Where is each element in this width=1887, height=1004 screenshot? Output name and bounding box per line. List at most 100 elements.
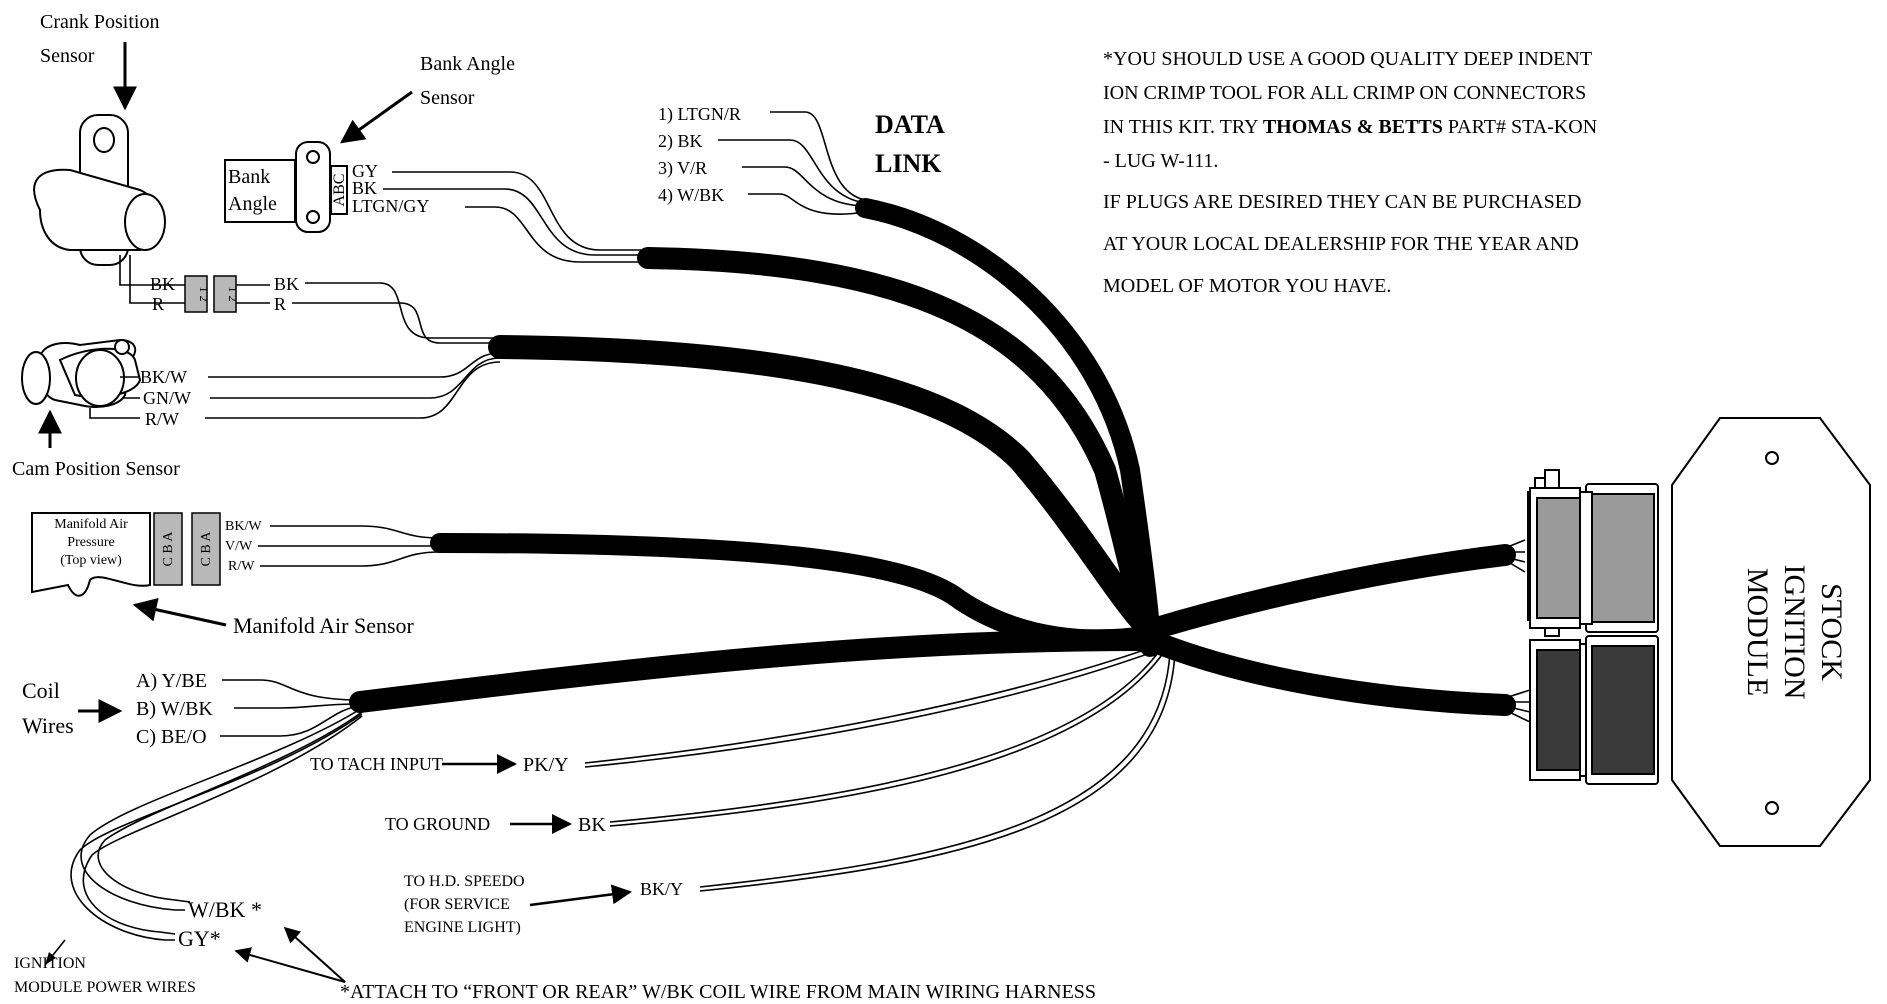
note-line-2: ION CRIMP TOOL FOR ALL CRIMP ON CONNECTO… [1103,82,1586,104]
map-connector-1 [153,512,183,586]
harness-trunk-coil [349,629,1161,713]
bank-angle-body-2: Angle [228,193,277,215]
coil-wire-c: C) BE/O [136,726,207,748]
map-sensor-label: Manifold Air Sensor [233,613,415,638]
ground-wire-label: BK [578,814,606,836]
note-line-5: IF PLUGS ARE DESIRED THEY CAN BE PURCHAS… [1103,191,1581,213]
module-label-1: STOCK [1815,583,1848,681]
data-link-wire-1: 1) LTGN/R [658,104,741,125]
coil-wire-b: B) W/BK [136,698,213,720]
speedo-wire-line [699,651,1171,888]
harness-trunk-data-link [855,198,1160,640]
ground-wire-line [609,649,1161,823]
bank-wire-gy: GY [352,161,378,181]
bank-angle-arrow [340,90,413,144]
attach-arrow-1 [283,926,346,983]
cam-sensor: BK/W GN/W R/W Cam Position Sensor [12,338,501,480]
crank-connector: 1 2 1 2 [184,275,240,313]
crank-sensor-label-2: Sensor [40,45,95,67]
bank-angle-body-1: Bank [228,166,270,188]
note-line-6: AT YOUR LOCAL DEALERSHIP FOR THE YEAR AN… [1103,233,1579,255]
crank-connector-pins-b: 1 2 [226,287,240,302]
speedo-arrow [529,884,632,907]
tach-label: TO TACH INPUT [310,754,443,774]
bank-angle-label-2: Sensor [420,87,475,109]
cam-wire-gn-w: GN/W [143,388,191,408]
attach-note: *ATTACH TO “FRONT OR REAR” W/BK COIL WIR… [340,981,1096,1003]
data-link-wire-2: 2) BK [658,131,703,152]
harness-trunk-module-bottom [1139,629,1516,716]
map-sensor: Manifold Air Pressure (Top view) C B A C… [31,512,441,638]
module-label-3: MODULE [1741,568,1774,696]
harness-trunk-bank-angle [637,247,1161,641]
cam-wire-r-w: R/W [145,409,179,429]
speedo-wire-label: BK/Y [640,879,683,899]
power-wires-label-2: MODULE POWER WIRES [14,979,196,996]
note-line-4: - LUG W-111. [1103,150,1218,172]
power-wires-label-1: IGNITION [14,955,86,972]
note-line-3: IN THIS KIT. TRY THOMAS & BETTS PART# ST… [1103,116,1597,138]
coil-wires: Coil Wires A) Y/BE B) W/BK C) BE/O [22,670,363,748]
tach-wire-line-2 [584,651,1154,768]
note-line-1: *YOU SHOULD USE A GOOD QUALITY DEEP INDE… [1103,48,1592,70]
crank-wire-bk-right: BK [274,274,299,294]
bank-angle-pins: ABC [331,174,348,207]
bottom-plug [1536,649,1581,771]
speedo-label-1: TO H.D. SPEEDO [404,873,525,890]
map-wire-r-w: R/W [228,559,255,574]
cam-wire-bk-w: BK/W [140,367,187,387]
output-wires [584,647,1176,892]
data-link-wire-4: 4) W/BK [658,185,724,206]
map-connector-pins-1: C B A [161,531,176,567]
speedo-label-3: ENGINE LIGHT) [404,919,521,936]
bank-wire-bk: BK [352,178,377,198]
crank-wire-r-right: R [274,294,286,314]
map-wire-v-w: V/W [225,539,253,554]
coil-wire-a: A) Y/BE [136,670,207,692]
attach-arrow-2 [234,947,346,983]
map-body-1: Manifold Air [54,517,128,532]
bank-angle-label-1: Bank Angle [420,53,515,75]
map-body-3: (Top view) [60,553,122,568]
harness-trunk-cam-crank [488,335,1162,642]
ignition-module: STOCK IGNITION MODULE [1671,417,1871,847]
speedo-wire-line-2 [699,651,1176,892]
crank-sensor: Crank Position Sensor BK R 1 2 1 2 BK R [33,11,500,344]
crank-wire-bk-left: BK [150,274,175,294]
data-link-label-2: LINK [875,149,942,178]
harness-trunk-map [430,533,1160,650]
map-wire-bk-w: BK/W [225,519,262,534]
speedo-label-2: (FOR SERVICE [404,896,510,913]
crank-sensor-label-1: Crank Position [40,11,159,33]
crimp-note: *YOU SHOULD USE A GOOD QUALITY DEEP INDE… [1103,48,1597,297]
map-sensor-arrow [132,597,227,627]
cam-sensor-label: Cam Position Sensor [12,458,180,480]
harness-trunk-module-top [1139,544,1516,641]
power-wire-gy: GY* [178,926,221,951]
bank-wire-ltgn-gy: LTGN/GY [352,196,429,216]
bank-angle-sensor: Bank Angle Sensor Bank Angle ABC GY BK L… [224,53,648,263]
module-connectors [1504,469,1672,785]
data-link-label-1: DATA [875,110,945,139]
map-body-2: Pressure [67,535,114,550]
module-label-2: IGNITION [1778,565,1811,700]
map-connector-2 [191,512,221,586]
power-wires: W/BK * GY* IGNITION MODULE POWER WIRES *… [14,707,1096,1003]
output-labels: TO TACH INPUT PK/Y TO GROUND BK TO H.D. … [310,754,683,936]
tach-wire-line [584,647,1151,764]
map-connector-pins-2: C B A [199,531,214,567]
data-link-wire-3: 3) V/R [658,158,707,179]
power-wire-w-bk: W/BK * [188,897,262,922]
coil-label-2: Wires [22,713,74,738]
note-line-7: MODEL OF MOTOR YOU HAVE. [1103,275,1391,297]
data-link: 1) LTGN/R 2) BK 3) V/R 4) W/BK DATA LINK [658,104,945,215]
coil-label-1: Coil [22,678,60,703]
tach-wire-label: PK/Y [523,754,569,776]
ground-wire-line-2 [609,651,1165,827]
ground-label: TO GROUND [385,814,490,834]
harness-trunks [349,198,1516,716]
crank-wire-r-left: R [152,294,164,314]
crank-connector-pins-a: 1 2 [197,287,211,302]
crank-sensor-body [33,114,166,266]
